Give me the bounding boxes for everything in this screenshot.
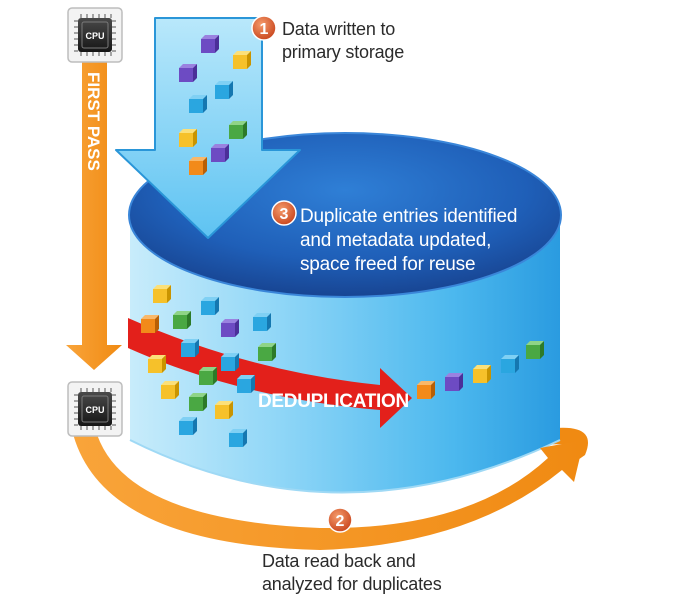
data-block	[141, 315, 159, 333]
data-block	[181, 339, 199, 357]
data-block	[445, 373, 463, 391]
first-pass-label: FIRST PASS	[84, 72, 103, 171]
data-block	[253, 313, 271, 331]
cpu-chip-icon	[74, 388, 116, 430]
deduplication-label: DEDUPLICATION	[258, 391, 409, 412]
data-block	[179, 64, 197, 82]
data-block	[215, 81, 233, 99]
data-block	[179, 417, 197, 435]
data-block	[189, 157, 207, 175]
step-badge-2: 2	[327, 507, 353, 533]
step-1-caption-line: primary storage	[282, 42, 405, 62]
step-3-caption-line: space freed for reuse	[300, 254, 476, 275]
data-block	[221, 353, 239, 371]
data-block	[189, 95, 207, 113]
data-block	[233, 51, 251, 69]
storage-cylinder-bottom-edge	[129, 439, 561, 494]
deduplication-arrow	[128, 318, 412, 428]
storage-cylinder-top-rim	[128, 132, 562, 298]
data-block	[201, 297, 219, 315]
data-block	[189, 393, 207, 411]
step-badge-2-number: 2	[336, 513, 345, 530]
cpu-chip-label: CPU	[85, 405, 104, 415]
data-blocks	[141, 35, 544, 447]
data-block	[473, 365, 491, 383]
step-badge-1-number: 1	[260, 21, 269, 38]
data-block	[201, 35, 219, 53]
step-3-caption: Duplicate entries identified and metadat…	[300, 205, 517, 277]
step-1-caption: Data written to primary storage	[282, 18, 404, 64]
step-badge-1: 1	[251, 15, 277, 41]
cpu-chip-label: CPU	[85, 31, 104, 41]
data-block	[221, 319, 239, 337]
data-block	[179, 129, 197, 147]
data-block	[526, 341, 544, 359]
data-block	[215, 401, 233, 419]
data-block	[229, 121, 247, 139]
data-block	[237, 375, 255, 393]
step-badge-3: 3	[271, 200, 297, 226]
data-block	[153, 285, 171, 303]
step-1-caption-line: Data written to	[282, 19, 396, 39]
data-block	[161, 381, 179, 399]
data-block	[258, 343, 276, 361]
data-block	[501, 355, 519, 373]
cpu-chip-icon	[74, 14, 116, 56]
data-block	[148, 355, 166, 373]
step-2-caption-line: Data read back and	[262, 551, 416, 571]
data-block	[199, 367, 217, 385]
step-2-caption-line: analyzed for duplicates	[262, 574, 442, 594]
second-pass-arrow	[72, 428, 584, 550]
data-block	[417, 381, 435, 399]
step-badge-3-number: 3	[280, 206, 289, 223]
step-3-caption-line: and metadata updated,	[300, 230, 492, 251]
step-2-caption: Data read back and analyzed for duplicat…	[262, 550, 442, 596]
data-block	[173, 311, 191, 329]
first-pass-arrow	[66, 60, 122, 370]
cpu-chip-bottom: CPU	[67, 381, 123, 437]
cpu-chip-top: CPU	[67, 7, 123, 63]
step-3-caption-line: Duplicate entries identified	[300, 206, 518, 227]
data-block	[211, 144, 229, 162]
data-block	[229, 429, 247, 447]
